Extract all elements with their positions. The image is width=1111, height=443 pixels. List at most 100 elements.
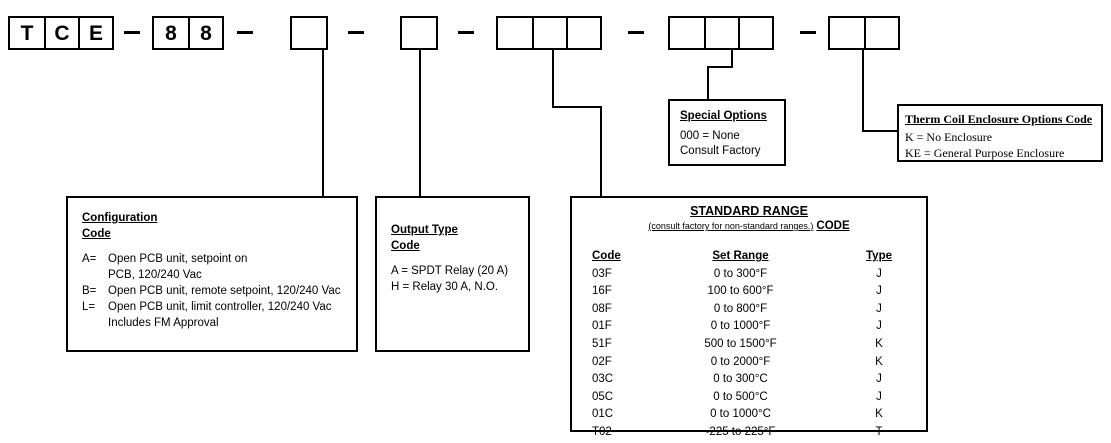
table-row: 16F 100 to 600°F J [572,283,926,301]
range-cell-set-range: 0 to 2000°F [710,355,771,368]
pn-dash-2 [237,31,253,34]
pn-group-standard-range[interactable] [496,16,602,50]
leader-range-horizontal [552,106,602,108]
pn-group-enclosure[interactable] [828,16,900,50]
configuration-subtitle: Code [82,228,111,240]
pn-dash-3 [348,31,364,34]
range-cell-set-range: 0 to 500°C [713,390,768,403]
pn-cell-special-options-3[interactable] [738,18,772,48]
enclosure-options-callout: Therm Coil Enclosure Options Code K = No… [897,104,1103,162]
configuration-item: B=Open PCB unit, remote setpoint, 120/24… [82,283,356,299]
pn-cell-prefix-2[interactable]: C [44,18,78,48]
enclosure-options-list: K = No Enclosure KE = General Purpose Enc… [905,129,1101,161]
range-cell-type: J [876,390,882,403]
table-row: 02F 0 to 2000°F K [572,354,926,372]
range-cell-code: T02 [592,425,612,438]
configuration-item-continued: Includes FM Approval [82,315,356,331]
output-type-item: A = SPDT Relay (20 A) [391,265,509,277]
pn-dash-6 [800,31,816,34]
pn-cell-special-options-2[interactable] [704,18,738,48]
standard-range-code-header: CODE [816,220,850,232]
configuration-item: A=Open PCB unit, setpoint on [82,251,356,267]
column-header-set-range: Set Range [712,250,769,262]
leader-special-horizontal [707,66,733,68]
pn-cell-output-type-1[interactable] [402,18,436,48]
range-cell-type: J [876,285,882,298]
range-cell-code: 16F [592,285,612,298]
configuration-item-code: L= [82,301,96,313]
pn-cell-series-2[interactable]: 8 [188,18,222,48]
configuration-item-text2: Includes FM Approval [108,317,219,329]
range-cell-set-range: 500 to 1500°F [704,337,777,350]
range-cell-set-range: 0 to 300°C [713,373,768,386]
range-cell-set-range: 100 to 600°F [707,285,774,298]
leader-range-vertical-lower [600,106,602,198]
pn-cell-series-1[interactable]: 8 [165,21,177,45]
range-cell-type: J [876,302,882,315]
configuration-callout: Configuration Code A=Open PCB unit, setp… [66,196,358,352]
table-row: 01C 0 to 1000°C K [572,406,926,424]
standard-range-title: STANDARD RANGE [690,204,808,218]
pn-cell-enclosure-1[interactable] [830,18,864,48]
range-cell-set-range: 0 to 800°F [713,302,768,315]
range-cell-type: J [876,373,882,386]
pn-group-special-options[interactable] [668,16,774,50]
standard-range-subtitle: (consult factory for non-standard ranges… [648,221,814,231]
configuration-item-continued: PCB, 120/240 Vac [82,267,356,283]
special-options-item: 000 = None [680,130,740,142]
pn-cell-standard-range-2[interactable] [532,18,566,48]
column-header-type: Type [866,250,892,262]
range-cell-code: 02F [592,355,612,368]
configuration-item-code: B= [82,285,97,297]
range-cell-type: K [875,408,883,421]
pn-cell-standard-range-1[interactable] [498,18,532,48]
configuration-item-text2: PCB, 120/240 Vac [108,269,202,281]
configuration-title: Configuration [82,212,158,224]
pn-cell-prefix-3[interactable]: E [78,18,112,48]
pn-cell-prefix-1[interactable]: T [20,21,34,45]
range-cell-set-range: 0 to 1000°C [710,408,771,421]
range-cell-code: 01F [592,320,612,333]
leader-output-type-vertical [419,50,421,198]
range-cell-type: T [875,425,883,438]
pn-cell-special-options-1[interactable] [670,18,704,48]
configuration-list: A=Open PCB unit, setpoint on PCB, 120/240… [82,251,356,331]
configuration-item: L=Open PCB unit, limit controller, 120/2… [82,299,356,315]
pn-group-configuration[interactable] [290,16,328,50]
enclosure-options-title: Therm Coil Enclosure Options Code [905,112,1093,126]
range-cell-type: K [875,337,883,350]
pn-cell-enclosure-2[interactable] [864,18,898,48]
leader-special-vertical-lower [707,66,709,101]
range-cell-set-range: 0 to 300°F [713,267,768,280]
output-type-item: H = Relay 30 A, N.O. [391,281,499,293]
pn-cell-configuration-1[interactable] [292,18,326,48]
pn-group-output-type[interactable] [400,16,438,50]
configuration-item-code-spacer [82,315,108,331]
pn-cell-standard-range-3[interactable] [566,18,600,48]
output-type-title: Output Type [391,224,458,236]
enclosure-options-item: KE = General Purpose Enclosure [905,146,1065,160]
range-cell-code: 01C [592,408,614,421]
enclosure-options-item: K = No Enclosure [905,130,993,144]
range-cell-type: K [875,355,883,368]
standard-range-table: STANDARD RANGE (consult factory for non-… [570,196,928,438]
standard-range-subtitle-row: (consult factory for non-standard ranges… [572,220,926,232]
configuration-item-code-spacer [82,267,108,283]
range-cell-type: J [876,320,882,333]
output-type-list: A = SPDT Relay (20 A) H = Relay 30 A, N.O… [391,263,528,295]
standard-range-header: STANDARD RANGE (consult factory for non-… [572,198,926,248]
range-cell-type: J [876,267,882,280]
